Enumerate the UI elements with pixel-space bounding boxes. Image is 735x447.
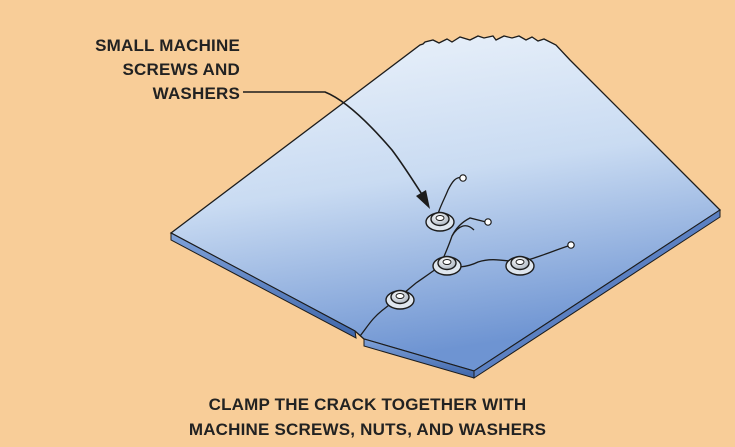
screw-washer-icon: [385, 289, 415, 310]
callout-line-1: SMALL MACHINE: [95, 36, 240, 55]
caption-line-1: CLAMP THE CRACK TOGETHER WITH: [208, 395, 527, 414]
figure-caption: CLAMP THE CRACK TOGETHER WITH MACHINE SC…: [0, 392, 735, 442]
plate-edge-side: [473, 209, 721, 379]
callout-label: SMALL MACHINE SCREWS AND WASHERS: [10, 34, 240, 106]
crack-drill-hole: [484, 218, 492, 226]
plate-edge-left: [170, 232, 357, 339]
crack-drill-hole: [459, 174, 467, 182]
screw-washer-icon: [505, 255, 535, 276]
callout-line-2: SCREWS AND: [122, 60, 240, 79]
callout-leader-line: [243, 91, 430, 209]
screw-washer-icon: [425, 211, 455, 232]
caption-line-2: MACHINE SCREWS, NUTS, AND WASHERS: [188, 420, 547, 439]
callout-line-3: WASHERS: [152, 84, 240, 103]
crack-drill-hole: [567, 241, 575, 249]
metal-plate: [169, 35, 722, 372]
leader-arrowhead: [416, 190, 430, 209]
screw-washer-icon: [432, 255, 462, 276]
